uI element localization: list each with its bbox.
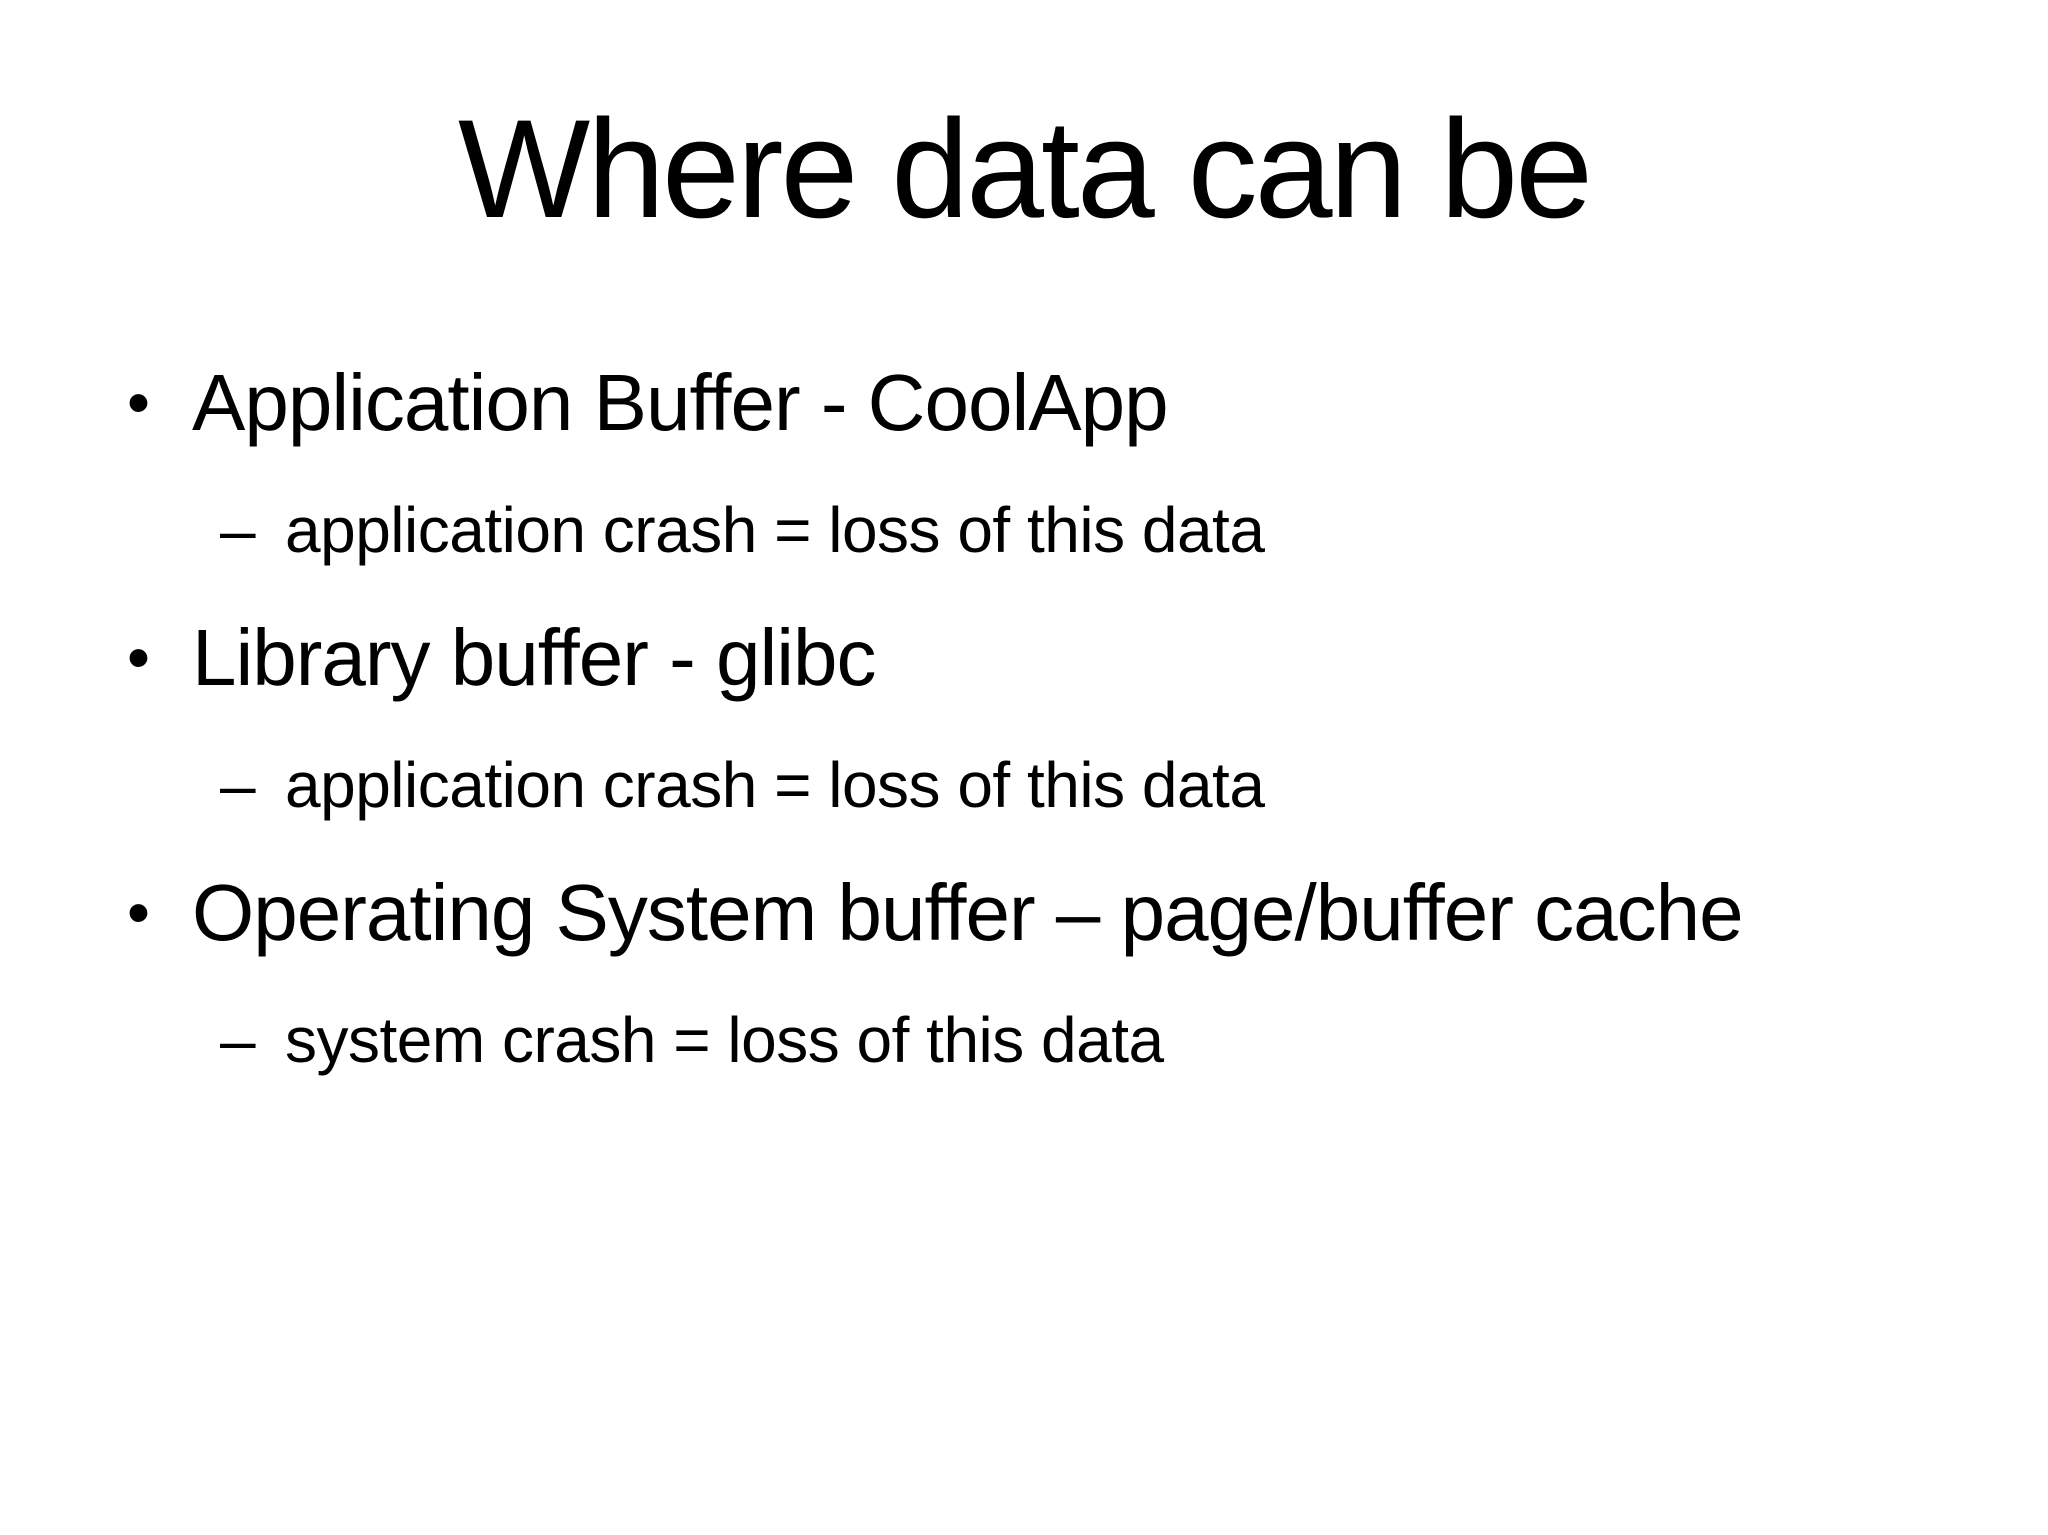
dash-icon: – — [220, 494, 256, 566]
bullet-icon: • — [127, 366, 150, 439]
bullet-item: • Operating System buffer – page/buffer … — [127, 865, 1988, 961]
bullet-text: Library buffer - glibc — [192, 612, 877, 702]
bullet-icon: • — [127, 620, 150, 694]
sub-bullet-text: system crash = loss of this data — [285, 1003, 1164, 1076]
sub-bullet-text: application crash = loss of this data — [285, 494, 1265, 566]
bullet-item: • Library buffer - glibc — [127, 610, 1988, 706]
sub-bullet-text: application crash = loss of this data — [285, 748, 1265, 821]
sub-bullet-item: – system crash = loss of this data — [220, 1002, 1988, 1079]
sub-bullet-item: – application crash = loss of this data — [220, 747, 1988, 824]
dash-icon: – — [220, 748, 256, 821]
bullet-list: • Application Buffer - CoolApp – applica… — [127, 355, 1988, 1078]
sub-bullet-item: – application crash = loss of this data — [220, 492, 1988, 569]
bullet-text: Operating System buffer – page/buffer ca… — [192, 867, 1744, 957]
bullet-icon: • — [127, 875, 150, 949]
bullet-item: • Application Buffer - CoolApp — [127, 355, 1988, 451]
bullet-text: Application Buffer - CoolApp — [192, 358, 1169, 447]
dash-icon: – — [220, 1003, 256, 1076]
slide-title: Where data can be — [458, 90, 1593, 247]
